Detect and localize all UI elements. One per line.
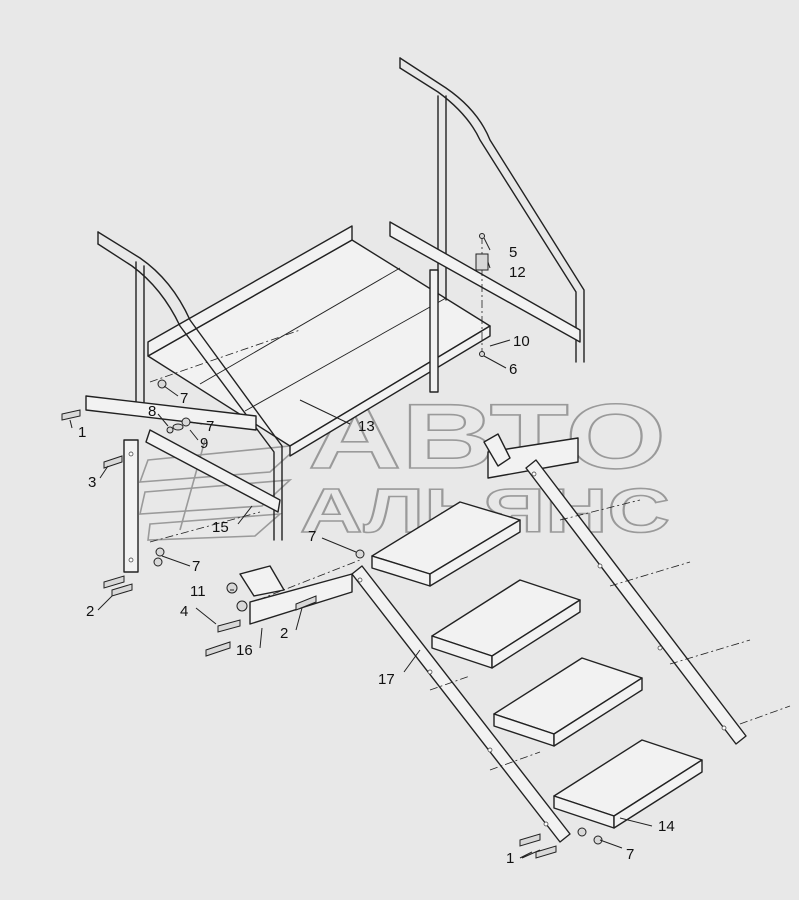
bolt-icon [295, 595, 317, 611]
callout-1-bottom: 1 [506, 850, 514, 867]
fasteners [61, 233, 603, 859]
nut-icon [181, 417, 191, 427]
callouts: 1 1 2 2 3 4 5 6 7 7 7 7 7 8 9 10 11 12 1… [78, 244, 675, 867]
nut-icon [153, 557, 163, 567]
nut-icon [226, 582, 238, 594]
bolt-icon [205, 641, 231, 657]
bolt-icon [61, 409, 81, 421]
bolt-icon [519, 833, 541, 847]
callout-9: 9 [200, 435, 208, 452]
pin-icon [479, 233, 485, 239]
washer-icon [172, 423, 184, 431]
callout-6: 6 [509, 361, 517, 378]
bolt-icon [535, 845, 557, 859]
spacer-icon [475, 253, 489, 271]
front-handrail [97, 231, 283, 541]
callout-4: 4 [180, 603, 188, 620]
platform [147, 225, 491, 457]
bolt-icon [103, 455, 123, 469]
nut-icon [577, 827, 587, 837]
stair-support-brackets [239, 433, 579, 625]
callout-1-top: 1 [78, 424, 86, 441]
callout-15: 15 [212, 519, 229, 536]
callout-7-platform: 7 [180, 390, 188, 407]
step-2 [431, 579, 581, 669]
callout-7-washer: 7 [206, 418, 214, 435]
callout-10: 10 [513, 333, 530, 350]
stair-stringers [351, 459, 747, 843]
step-3 [493, 657, 643, 747]
step-1 [371, 501, 521, 587]
callout-2-left: 2 [86, 603, 94, 620]
callout-12: 12 [509, 264, 526, 281]
bolt-icon [217, 619, 241, 633]
bolt-icon [111, 583, 133, 597]
nut-icon [236, 600, 248, 612]
callout-7-bracket: 7 [192, 558, 200, 575]
callout-17: 17 [378, 671, 395, 688]
callout-11: 11 [190, 583, 206, 600]
bolt-icon [103, 575, 125, 589]
callout-8: 8 [148, 403, 156, 420]
step-4 [553, 739, 703, 829]
nut-icon [166, 426, 174, 434]
callout-7-stair: 7 [308, 528, 316, 545]
nut-icon [355, 549, 365, 559]
callout-5: 5 [509, 244, 517, 261]
back-handrail [389, 57, 585, 393]
nut-icon [593, 835, 603, 845]
leader-lines [69, 237, 653, 859]
side-bracket [85, 395, 281, 573]
callout-7-bottom: 7 [626, 846, 634, 863]
assembly-axes [149, 236, 791, 771]
callout-3: 3 [88, 474, 96, 491]
callout-16: 16 [236, 642, 253, 659]
nut-icon [155, 547, 165, 557]
callout-13: 13 [358, 418, 375, 435]
pin-icon [479, 351, 485, 357]
callout-2-right: 2 [280, 625, 288, 642]
callout-14: 14 [658, 818, 675, 835]
